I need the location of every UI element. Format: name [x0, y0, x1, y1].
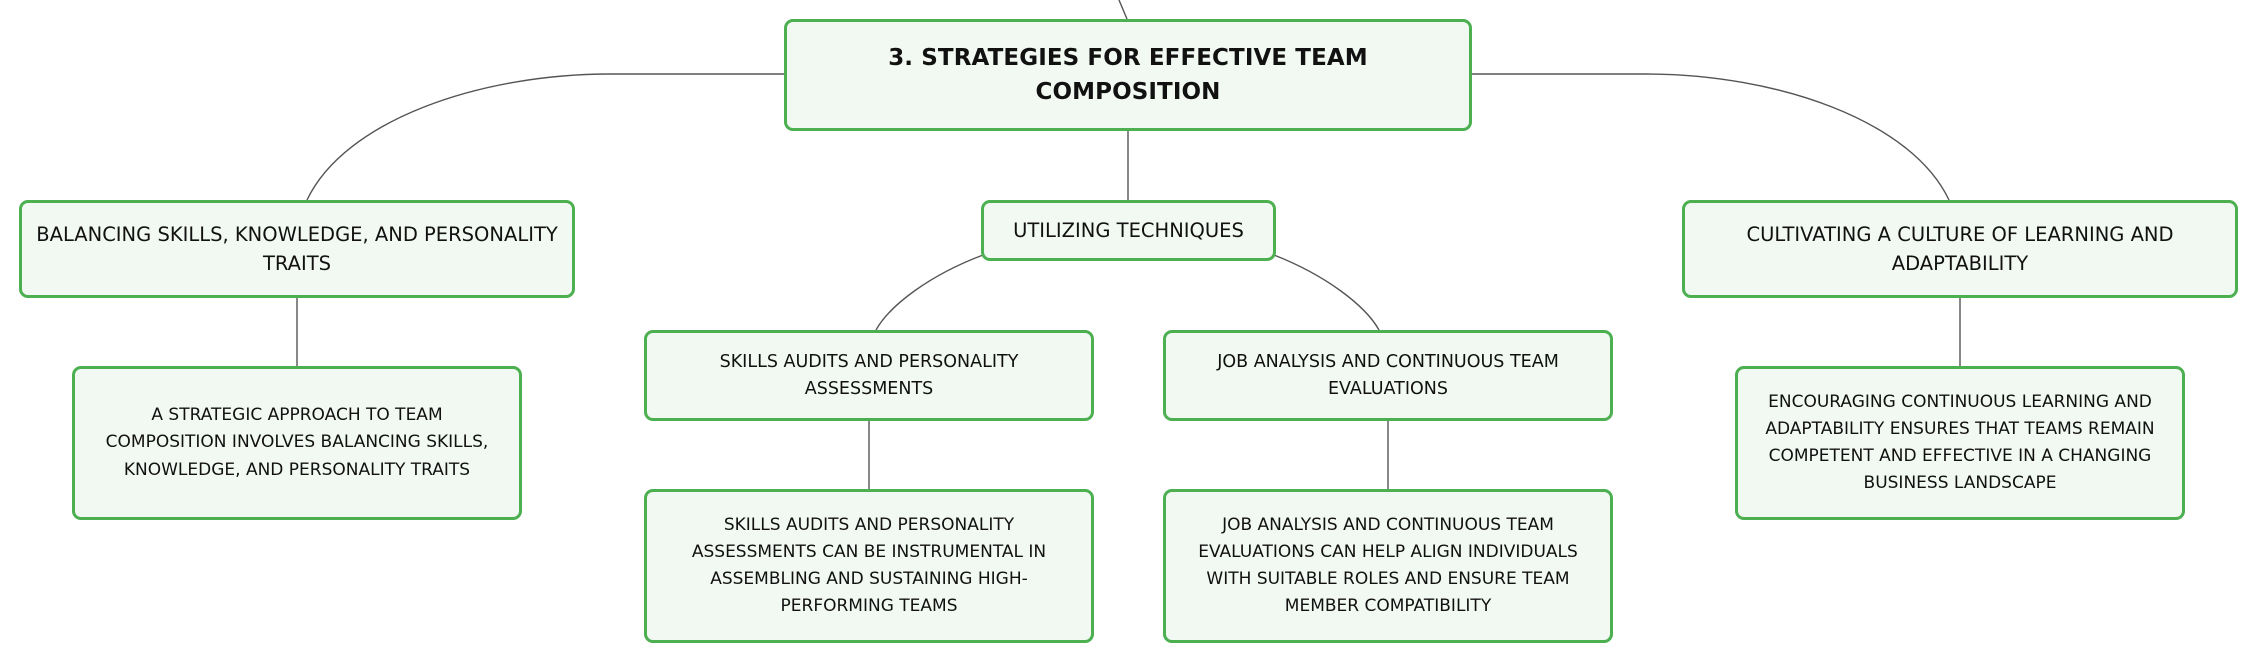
branch-label-cultivating: CULTIVATING A CULTURE OF LEARNING AND AD…	[1746, 222, 2174, 275]
branch-node-utilizing[interactable]: UTILIZING TECHNIQUES	[981, 200, 1276, 261]
connector-utilizing-to-job-analysis	[1273, 254, 1380, 331]
detail-text-job-analysis: JOB ANALYSIS AND CONTINUOUS TEAM EVALUAT…	[1198, 514, 1578, 617]
branch-node-cultivating[interactable]: CULTIVATING A CULTURE OF LEARNING AND AD…	[1682, 200, 2238, 298]
connector-root-to-balancing	[306, 73, 784, 201]
detail-node-cultivating[interactable]: ENCOURAGING CONTINUOUS LEARNING AND ADAP…	[1735, 366, 2185, 520]
subtopic-label-skills-audits: SKILLS AUDITS AND PERSONALITY ASSESSMENT…	[719, 352, 1019, 399]
connector-utilizing-to-skills-audits	[875, 254, 984, 331]
detail-node-job-analysis[interactable]: JOB ANALYSIS AND CONTINUOUS TEAM EVALUAT…	[1163, 489, 1613, 643]
subtopic-label-job-analysis: JOB ANALYSIS AND CONTINUOUS TEAM EVALUAT…	[1217, 352, 1559, 399]
connector-parent-to-root	[1118, 0, 1128, 20]
detail-text-balancing: A STRATEGIC APPROACH TO TEAM COMPOSITION…	[105, 405, 489, 480]
subtopic-node-job-analysis[interactable]: JOB ANALYSIS AND CONTINUOUS TEAM EVALUAT…	[1163, 330, 1613, 421]
connector-root-to-cultivating	[1472, 73, 1950, 201]
detail-node-skills-audits[interactable]: SKILLS AUDITS AND PERSONALITY ASSESSMENT…	[644, 489, 1094, 643]
branch-label-utilizing: UTILIZING TECHNIQUES	[1013, 218, 1244, 242]
root-topic-node[interactable]: 3. STRATEGIES FOR EFFECTIVE TEAM COMPOSI…	[784, 19, 1472, 131]
branch-label-balancing: BALANCING SKILLS, KNOWLEDGE, AND PERSONA…	[36, 222, 558, 275]
root-topic-label: 3. STRATEGIES FOR EFFECTIVE TEAM COMPOSI…	[888, 44, 1368, 106]
detail-text-cultivating: ENCOURAGING CONTINUOUS LEARNING AND ADAP…	[1765, 391, 2155, 494]
detail-node-balancing[interactable]: A STRATEGIC APPROACH TO TEAM COMPOSITION…	[72, 366, 522, 520]
detail-text-skills-audits: SKILLS AUDITS AND PERSONALITY ASSESSMENT…	[691, 514, 1047, 617]
branch-node-balancing[interactable]: BALANCING SKILLS, KNOWLEDGE, AND PERSONA…	[19, 200, 575, 298]
subtopic-node-skills-audits[interactable]: SKILLS AUDITS AND PERSONALITY ASSESSMENT…	[644, 330, 1094, 421]
